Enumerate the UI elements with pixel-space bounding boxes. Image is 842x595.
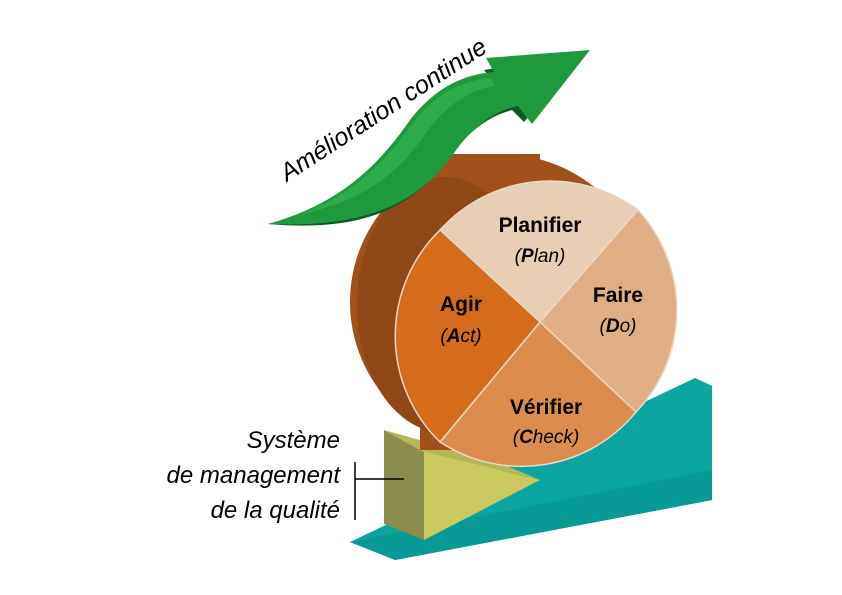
do-title: Faire — [593, 284, 643, 307]
quadrant-do — [538, 208, 678, 414]
wedge-side — [384, 430, 424, 540]
ramp-face — [350, 470, 712, 560]
check-subtitle: (Check) — [513, 427, 580, 448]
do-subtitle: (Do) — [600, 316, 637, 337]
arrow-highlight — [300, 78, 494, 214]
act-subtitle: (Act) — [440, 326, 481, 347]
plan-title: Planifier — [499, 214, 582, 237]
quadrant-labels: Planifier (Plan) Faire (Do) Vérifier (Ch… — [440, 214, 643, 448]
act-title: Agir — [440, 293, 482, 316]
wedge-face — [424, 452, 540, 540]
quadrant-plan — [438, 180, 640, 324]
wheel-face — [394, 180, 678, 468]
support-callout: Système de management de la qualité — [167, 427, 404, 524]
arrow-body — [268, 50, 590, 225]
support-label-line-1: Système — [247, 427, 340, 454]
plan-subtitle: (Plan) — [515, 246, 566, 267]
wedge-support — [384, 430, 540, 540]
quadrant-check — [438, 320, 638, 468]
quadrant-act — [394, 228, 542, 444]
support-label-line-3: de la qualité — [211, 497, 340, 524]
check-title: Vérifier — [510, 396, 582, 419]
support-label-line-2: de management — [167, 462, 342, 489]
